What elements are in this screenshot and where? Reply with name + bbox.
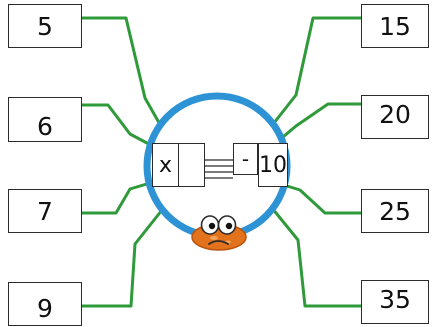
right-number-tile-1[interactable]: 15 — [361, 4, 429, 48]
operand-slot: 10 — [258, 143, 288, 187]
left-number-tile-3[interactable]: 7 — [8, 189, 82, 233]
left-number-tile-1[interactable]: 5 — [8, 4, 82, 48]
leg-right-4 — [270, 206, 363, 308]
googly-eyes-icon — [200, 215, 237, 235]
variable-slot: x — [152, 143, 179, 187]
right-number-tile-3[interactable]: 25 — [361, 189, 429, 233]
left-number-tile-4[interactable]: 9 — [8, 282, 82, 326]
leg-left-2 — [80, 103, 162, 152]
leg-left-4 — [80, 208, 164, 308]
frown-mouth-icon — [208, 240, 229, 245]
right-number-tile-4[interactable]: 35 — [361, 280, 429, 324]
right-number-tile-2[interactable]: 20 — [361, 95, 429, 139]
input-drop-slot[interactable] — [178, 143, 205, 187]
leg-left-1 — [80, 16, 164, 130]
left-number-tile-2[interactable]: 6 — [8, 97, 82, 142]
spider-head — [191, 215, 247, 251]
operator-slot: - — [233, 143, 258, 175]
leg-left-3 — [80, 178, 162, 215]
leg-right-1 — [268, 16, 363, 130]
